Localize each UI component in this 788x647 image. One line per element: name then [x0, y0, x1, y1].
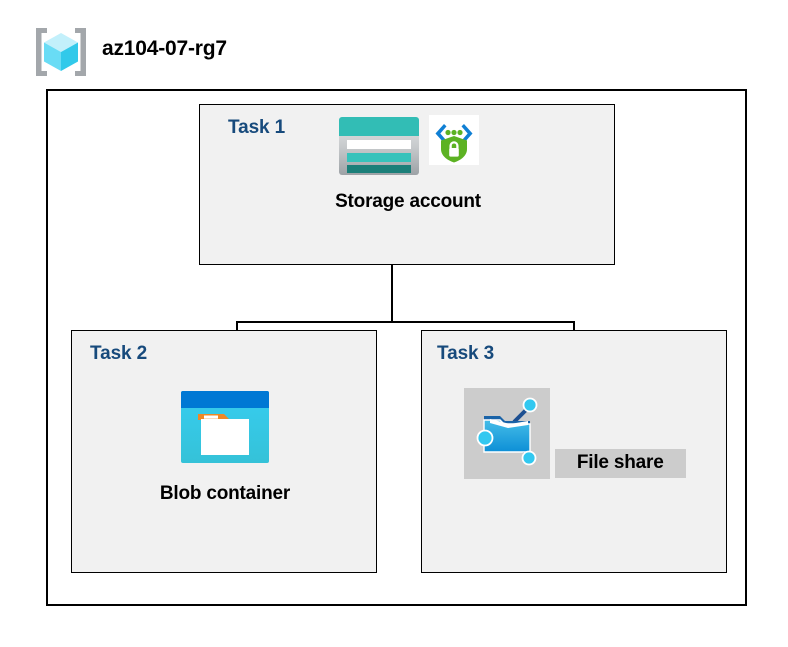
node-caption-blob-container: Blob container — [159, 483, 291, 504]
storage-account-icon — [337, 115, 421, 182]
connector-storage-trunk — [391, 253, 393, 322]
file-share-folder-icon — [470, 397, 544, 472]
blob-container-icon — [180, 391, 270, 468]
node-blob-container[interactable]: Blob container — [90, 390, 360, 505]
task-label-task-3: Task 3 — [437, 343, 495, 364]
task-box-task-2[interactable]: Task 2 — [71, 330, 377, 573]
node-caption-storage-account: Storage account — [335, 191, 481, 212]
task-label-task-1: Task 1 — [228, 117, 286, 138]
blob-container-icon-wrap — [90, 390, 360, 469]
task-label-task-2: Task 2 — [90, 343, 148, 364]
node-file-share[interactable]: File share — [440, 388, 710, 479]
resource-group-name: az104-07-rg7 — [102, 37, 227, 60]
resource-group-cube-icon — [30, 26, 92, 78]
node-caption-file-share: File share — [554, 449, 686, 478]
connector-horizontal-bus — [236, 321, 575, 323]
resource-group-header: az104-07-rg7 — [30, 26, 450, 86]
storage-account-icon-group — [268, 115, 548, 185]
secure-encryption-badge-icon — [429, 115, 479, 170]
node-storage-account[interactable]: Storage account — [268, 115, 548, 213]
file-share-icon-wrap — [464, 388, 551, 479]
